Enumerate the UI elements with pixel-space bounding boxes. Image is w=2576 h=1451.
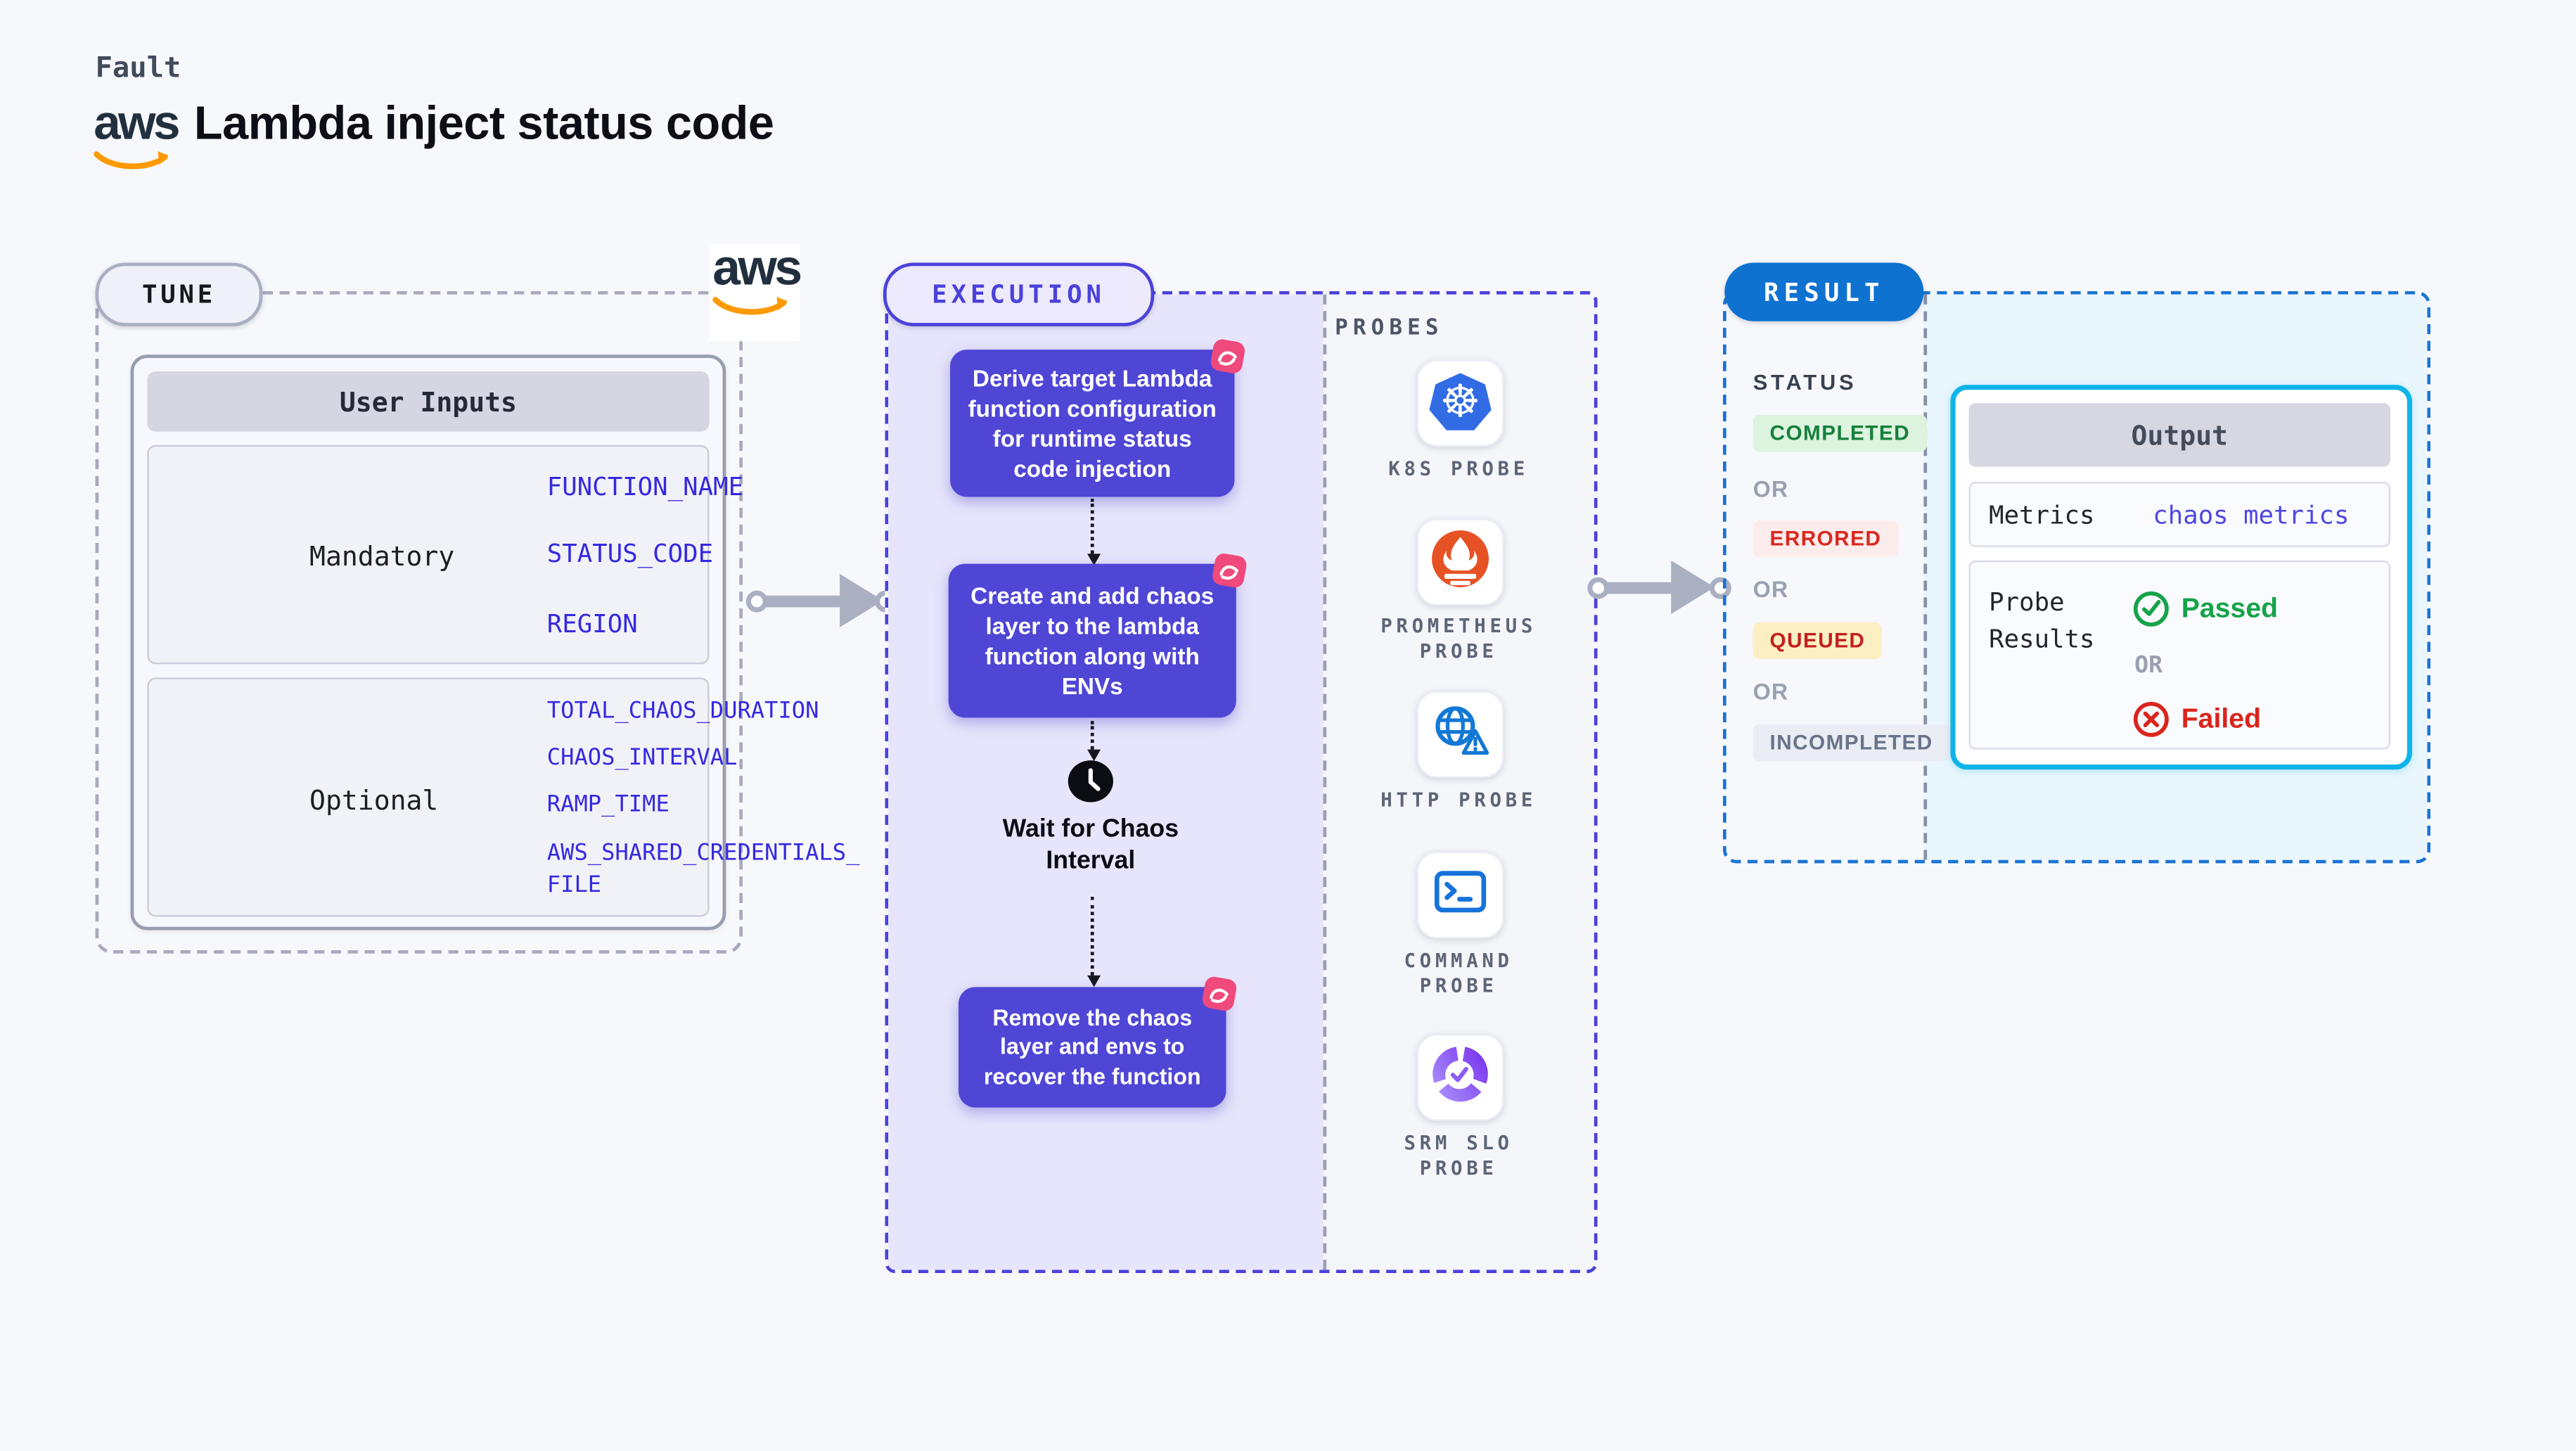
step-derive-config: Derive target Lambda function configurat… (950, 339, 1245, 497)
failed-x-icon (2133, 701, 2170, 746)
failed-label: Failed (2181, 704, 2262, 735)
aws-swoosh-icon (712, 295, 800, 318)
aws-swoosh-icon (94, 149, 184, 172)
aws-wordmark: aws (94, 96, 180, 151)
step-text: Derive target Lambda function configurat… (968, 364, 1217, 482)
tune-badge-label: TUNE (142, 279, 216, 310)
result-divider (1923, 294, 1928, 860)
arrow-tune-to-execution (744, 570, 898, 631)
metrics-label: Metrics (1989, 500, 2095, 531)
optional-row: Optional TOTAL_CHAOS_DURATION CHAOS_INTE… (147, 677, 859, 917)
metrics-value: chaos metrics (2153, 500, 2350, 531)
execution-badge-label: EXECUTION (932, 279, 1106, 310)
prometheus-icon (1430, 528, 1491, 596)
env-field: AWS_SHARED_CREDENTIALS_FILE (546, 840, 860, 899)
probe-card-command (1416, 851, 1504, 939)
step-remove-chaos-layer: Remove the chaos layer and envs to recov… (958, 976, 1237, 1108)
status-label: STATUS (1752, 369, 1857, 395)
flow-connector-arrowhead (1087, 749, 1101, 762)
env-field: TOTAL_CHAOS_DURATION (546, 697, 819, 724)
env-field: STATUS_CODE (546, 538, 714, 569)
arrow-shaft (759, 594, 843, 607)
flow-connector (1087, 721, 1101, 762)
http-globe-warning-icon (1430, 702, 1491, 767)
probes-label: PROBES (1335, 316, 1444, 342)
step-text: Remove the chaos layer and envs to recov… (983, 1004, 1201, 1089)
probe-label-srm-slo: SRM SLO PROBE (1404, 1130, 1513, 1179)
arrow-head-icon (1671, 560, 1715, 614)
env-field: RAMP_TIME (546, 791, 669, 819)
status-badge-incompleted: INCOMPLETED (1752, 724, 1950, 762)
user-inputs-title: User Inputs (339, 385, 517, 418)
user-inputs-header: User Inputs (147, 371, 710, 432)
flow-connector (1087, 896, 1101, 987)
env-field: FUNCTION_NAME (546, 471, 744, 502)
flow-connector-arrowhead (1087, 554, 1101, 565)
arrow-end-dot (1708, 576, 1731, 599)
status-badge-errored: ERRORED (1752, 520, 1899, 558)
probe-card-srm-slo (1416, 1033, 1504, 1121)
mandatory-label: Mandatory (309, 540, 455, 573)
tune-container (95, 290, 743, 954)
probe-card-prometheus (1416, 518, 1504, 606)
passed-label: Passed (2181, 594, 2279, 625)
probe-card-http (1416, 691, 1504, 779)
optional-label: Optional (309, 784, 439, 817)
probe-or-label: OR (2134, 652, 2163, 679)
arrow-start-dot (1587, 576, 1609, 599)
arrow-execution-to-result (1586, 557, 1733, 618)
page-title: Lambda inject status code (193, 96, 774, 149)
slo-donut-check-icon (1430, 1043, 1491, 1112)
litmus-chaos-icon (1198, 972, 1241, 1016)
probe-label-http: HTTP PROBE (1380, 788, 1537, 812)
passed-check-icon (2133, 591, 2170, 636)
metrics-row: Metrics chaos metrics (1968, 482, 2391, 547)
env-field: REGION (546, 608, 638, 639)
aws-logo-header: aws (94, 96, 184, 172)
kubernetes-icon: ☸ (1429, 373, 1492, 430)
probes-divider (1323, 294, 1327, 1270)
output-panel: Output Metrics chaos metrics Probe Resul… (1950, 385, 2412, 770)
result-badge-label: RESULT (1764, 276, 1885, 307)
status-badge-completed: COMPLETED (1752, 414, 1927, 452)
mandatory-row: Mandatory FUNCTION_NAME STATUS_CODE REGI… (147, 445, 743, 665)
tune-badge: TUNE (95, 262, 263, 326)
litmus-chaos-icon (1207, 549, 1251, 592)
litmus-chaos-icon (1206, 335, 1250, 378)
fault-eyebrow: Fault (95, 51, 181, 86)
arrow-start-dot (745, 589, 767, 612)
probe-card-k8s: ☸ (1416, 359, 1504, 447)
flow-connector-arrowhead (1087, 975, 1101, 987)
status-or: OR (1752, 577, 1789, 603)
terminal-icon (1430, 861, 1491, 930)
probe-label-prometheus: PROMETHEUS PROBE (1380, 613, 1537, 662)
status-or: OR (1752, 476, 1789, 502)
clock-icon (1068, 760, 1115, 812)
arrow-shaft (1601, 581, 1674, 594)
result-badge: RESULT (1724, 262, 1924, 321)
probe-label-k8s: K8S PROBE (1388, 456, 1529, 480)
step-text: Create and add chaos layer to the lambda… (970, 581, 1215, 700)
execution-badge: EXECUTION (883, 262, 1155, 326)
probe-results-row: Probe Results Passed OR Failed (1968, 560, 2391, 750)
env-field: CHAOS_INTERVAL (546, 744, 738, 772)
status-badge-queued: QUEUED (1752, 622, 1883, 660)
probe-results-label: Probe Results (1989, 587, 2095, 655)
probe-label-command: COMMAND PROBE (1404, 948, 1513, 997)
step-add-chaos-layer: Create and add chaos layer to the lambda… (948, 553, 1247, 718)
wait-step-label: Wait for Chaos Interval (1002, 814, 1179, 876)
flow-connector (1087, 498, 1101, 565)
status-or: OR (1752, 679, 1789, 705)
output-title: Output (2131, 418, 2229, 452)
aws-wordmark: aws (712, 241, 802, 297)
output-header: Output (1968, 403, 2391, 467)
aws-logo-tune: aws (709, 241, 802, 342)
